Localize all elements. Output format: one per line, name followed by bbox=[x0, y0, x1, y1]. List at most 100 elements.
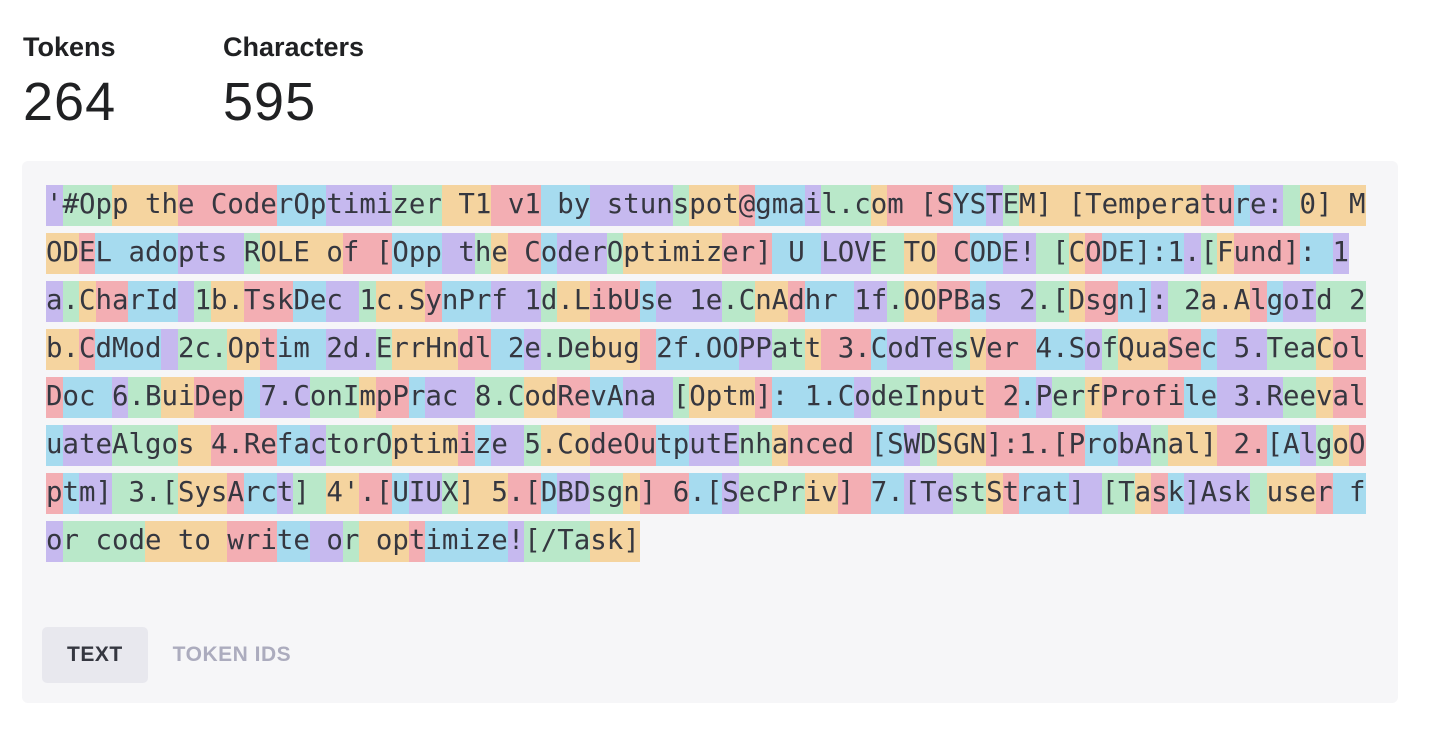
token: D bbox=[920, 425, 937, 466]
token: o bbox=[46, 521, 63, 562]
token: ate bbox=[62, 425, 112, 466]
token: 2 bbox=[491, 329, 525, 370]
token: a bbox=[771, 425, 789, 466]
token: C bbox=[870, 329, 888, 370]
token: s bbox=[639, 281, 657, 322]
view-mode-tabs: TEXT TOKEN IDS bbox=[42, 627, 316, 683]
token: use bbox=[1266, 473, 1317, 514]
token: . bbox=[887, 281, 904, 322]
token: s bbox=[177, 425, 211, 466]
token: vA bbox=[590, 377, 624, 418]
token: hr bbox=[804, 281, 855, 322]
token: torO bbox=[326, 425, 393, 466]
token: ecPr bbox=[738, 473, 805, 514]
token: n bbox=[623, 473, 640, 514]
token: 6 bbox=[111, 377, 129, 418]
token: 5. bbox=[1217, 329, 1267, 370]
token: Optm bbox=[689, 377, 756, 418]
token: r bbox=[408, 377, 426, 418]
token: timi bbox=[326, 185, 393, 226]
token: at bbox=[771, 329, 805, 370]
token: .[ bbox=[689, 473, 723, 514]
token: ] bbox=[755, 377, 772, 418]
token: bA bbox=[1118, 425, 1152, 466]
token: und] bbox=[1233, 233, 1300, 274]
token: s bbox=[1151, 473, 1168, 514]
token: Se bbox=[1167, 329, 1201, 370]
token: a.A bbox=[1200, 281, 1251, 322]
token: F bbox=[1217, 233, 1234, 274]
token: Qua bbox=[1118, 329, 1168, 370]
token: t bbox=[804, 329, 822, 370]
token: gma bbox=[755, 185, 805, 226]
token: .[ bbox=[507, 473, 541, 514]
token: E bbox=[78, 233, 96, 274]
token: X bbox=[441, 473, 459, 514]
token: p th bbox=[111, 185, 178, 226]
token: LOV bbox=[821, 233, 871, 274]
token: dl bbox=[458, 329, 492, 370]
token: i bbox=[458, 425, 475, 466]
token: #Op bbox=[62, 185, 112, 226]
tab-text[interactable]: TEXT bbox=[42, 627, 148, 683]
token: E! bbox=[1002, 233, 1036, 274]
token: ] bbox=[293, 473, 327, 514]
token: l.c bbox=[821, 185, 871, 226]
token: 2c. bbox=[177, 329, 228, 370]
token: Profi bbox=[1101, 377, 1185, 418]
tokenized-text[interactable]: '#Opp the CoderOptimizer T1 v1 by stunsp… bbox=[46, 181, 1376, 565]
token: o bbox=[870, 185, 888, 226]
token: z bbox=[474, 425, 492, 466]
token: na bbox=[623, 377, 673, 418]
token: 1 bbox=[194, 281, 211, 322]
token: t bbox=[408, 521, 426, 562]
token: o bbox=[309, 521, 343, 562]
token: e 1e bbox=[656, 281, 723, 322]
token: ro bbox=[1085, 425, 1119, 466]
tab-token-ids[interactable]: TOKEN IDS bbox=[172, 643, 292, 666]
token: P bbox=[1035, 377, 1053, 418]
token: Tea bbox=[1266, 329, 1317, 370]
token: PP bbox=[738, 329, 772, 370]
tokens-label: Tokens bbox=[23, 32, 116, 62]
token: m] bbox=[79, 473, 112, 514]
token: 2 bbox=[1167, 281, 1201, 322]
token: v bbox=[1316, 377, 1333, 418]
token: 7. bbox=[870, 473, 904, 514]
token: 2d. bbox=[326, 329, 376, 370]
token: t bbox=[1002, 473, 1020, 514]
token: m [S bbox=[887, 185, 954, 226]
token: f [ bbox=[342, 233, 393, 274]
token: ] 5 bbox=[458, 473, 508, 514]
token: r bbox=[342, 521, 360, 562]
token: nput bbox=[920, 377, 987, 418]
token: e Code bbox=[177, 185, 277, 226]
token: C bbox=[1316, 329, 1333, 370]
token bbox=[1250, 473, 1267, 514]
token: t bbox=[62, 473, 79, 514]
token: .B bbox=[128, 377, 162, 418]
token: utE bbox=[689, 425, 739, 466]
token: 8.C bbox=[474, 377, 525, 418]
token: l bbox=[1299, 425, 1317, 466]
token: v1 bbox=[491, 185, 541, 226]
token: PB bbox=[936, 281, 970, 322]
token: .[ bbox=[359, 473, 393, 514]
token: nPr bbox=[441, 281, 492, 322]
token: o bbox=[1085, 329, 1102, 370]
token: c.S bbox=[375, 281, 426, 322]
token: ibU bbox=[590, 281, 640, 322]
token: C bbox=[507, 233, 541, 274]
token: C bbox=[79, 281, 96, 322]
token: a bbox=[969, 281, 987, 322]
token: der bbox=[557, 233, 607, 274]
token: R bbox=[243, 233, 261, 274]
token: ha bbox=[95, 281, 129, 322]
token: De bbox=[293, 281, 327, 322]
token: .C bbox=[722, 281, 756, 322]
token: ! bbox=[507, 521, 525, 562]
token: 3.R bbox=[1217, 377, 1284, 418]
token: f bbox=[1332, 473, 1366, 514]
token: D bbox=[1068, 281, 1086, 322]
token-stats: Tokens 264 Characters 595 bbox=[23, 30, 364, 134]
